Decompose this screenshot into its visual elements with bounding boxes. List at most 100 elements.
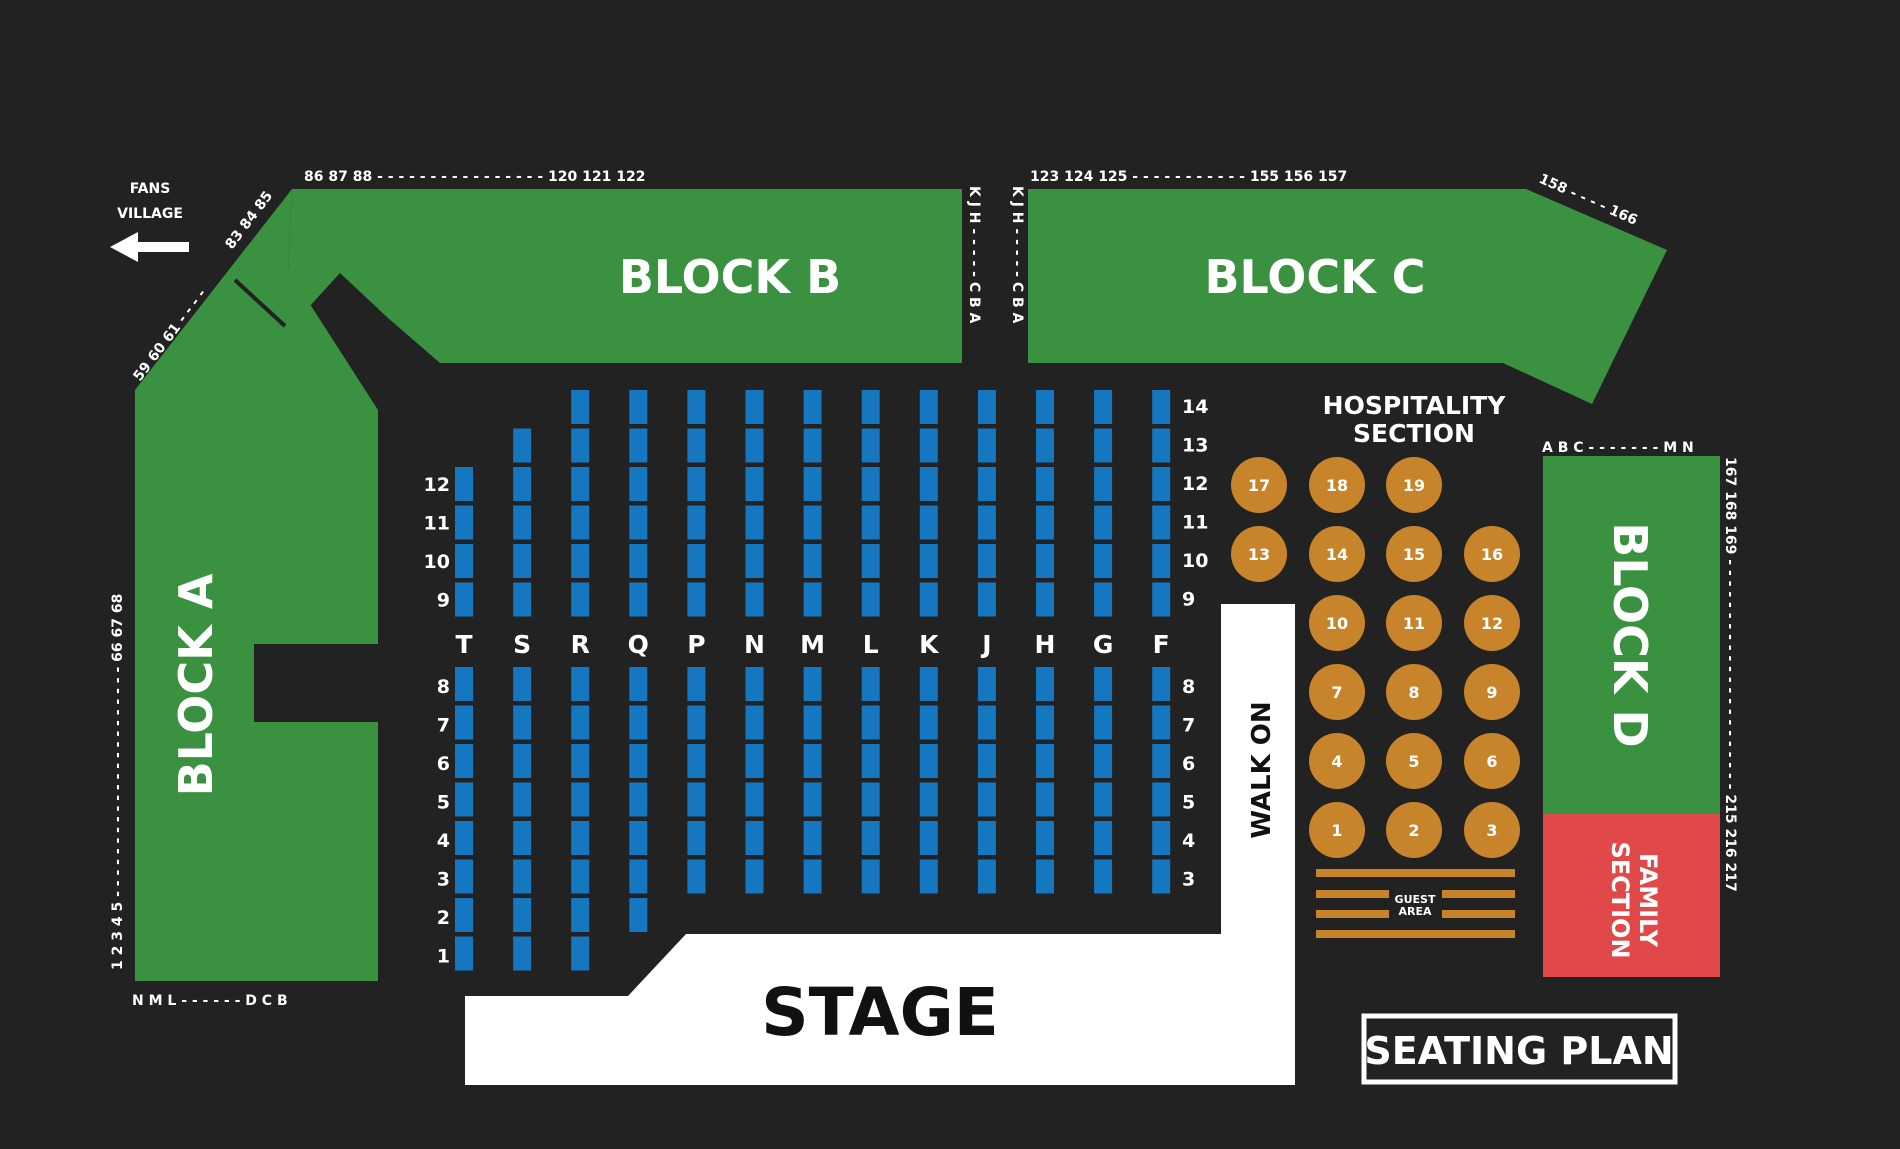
- seat[interactable]: [861, 859, 880, 894]
- seat[interactable]: [803, 505, 822, 540]
- seat[interactable]: [513, 898, 532, 932]
- seat[interactable]: [1036, 821, 1054, 855]
- seat[interactable]: [513, 936, 532, 971]
- seat[interactable]: [513, 544, 532, 578]
- seat[interactable]: [803, 390, 822, 424]
- seat[interactable]: [745, 744, 764, 778]
- seat[interactable]: [629, 428, 648, 463]
- seat[interactable]: [977, 667, 996, 701]
- hospitality-table[interactable]: [1309, 733, 1365, 789]
- seat[interactable]: [1094, 705, 1113, 740]
- seat[interactable]: [1094, 582, 1113, 617]
- seat[interactable]: [919, 467, 938, 501]
- seat[interactable]: [629, 667, 648, 701]
- arrow-left-icon[interactable]: [110, 232, 189, 262]
- seat[interactable]: [803, 667, 822, 701]
- seat[interactable]: [977, 505, 996, 540]
- seat[interactable]: [687, 744, 706, 778]
- seat[interactable]: [1094, 467, 1113, 501]
- seat[interactable]: [1152, 428, 1171, 463]
- seat[interactable]: [1094, 744, 1113, 778]
- seat[interactable]: [1152, 505, 1171, 540]
- seat[interactable]: [977, 467, 996, 501]
- seat[interactable]: [919, 428, 938, 463]
- seat[interactable]: [629, 898, 648, 932]
- seat[interactable]: [1152, 705, 1171, 740]
- seat[interactable]: [455, 821, 473, 855]
- seat[interactable]: [745, 467, 764, 501]
- seat[interactable]: [1036, 667, 1054, 701]
- seat[interactable]: [1152, 544, 1171, 578]
- seat[interactable]: [1094, 428, 1113, 463]
- hospitality-table[interactable]: [1386, 733, 1442, 789]
- seat[interactable]: [861, 467, 880, 501]
- block-c[interactable]: [1028, 189, 1667, 404]
- hospitality-table[interactable]: [1464, 526, 1520, 582]
- seat[interactable]: [1152, 467, 1171, 501]
- seat[interactable]: [571, 898, 590, 932]
- seat[interactable]: [629, 744, 648, 778]
- seat[interactable]: [1094, 667, 1113, 701]
- seat[interactable]: [455, 467, 473, 501]
- seat[interactable]: [1094, 544, 1113, 578]
- block-a[interactable]: [135, 189, 378, 981]
- seat[interactable]: [571, 744, 590, 778]
- seat[interactable]: [1152, 821, 1171, 855]
- block-d[interactable]: [1543, 456, 1720, 814]
- seat[interactable]: [745, 859, 764, 894]
- seat[interactable]: [687, 467, 706, 501]
- seat[interactable]: [1152, 859, 1171, 894]
- seat[interactable]: [455, 898, 473, 932]
- seat[interactable]: [745, 667, 764, 701]
- hospitality-table[interactable]: [1386, 457, 1442, 513]
- seat[interactable]: [455, 859, 473, 894]
- seat[interactable]: [629, 821, 648, 855]
- hospitality-table[interactable]: [1309, 664, 1365, 720]
- seat[interactable]: [861, 390, 880, 424]
- seat[interactable]: [1094, 859, 1113, 894]
- seat[interactable]: [1094, 390, 1113, 424]
- hospitality-table[interactable]: [1464, 664, 1520, 720]
- seat[interactable]: [629, 505, 648, 540]
- seat[interactable]: [803, 467, 822, 501]
- seat[interactable]: [455, 667, 473, 701]
- seat[interactable]: [687, 505, 706, 540]
- seat[interactable]: [861, 667, 880, 701]
- hospitality-table[interactable]: [1231, 457, 1287, 513]
- hospitality-table[interactable]: [1309, 526, 1365, 582]
- seat[interactable]: [919, 667, 938, 701]
- seat[interactable]: [919, 859, 938, 894]
- seat[interactable]: [513, 667, 532, 701]
- seat[interactable]: [1094, 782, 1113, 817]
- seat[interactable]: [687, 782, 706, 817]
- seat[interactable]: [687, 390, 706, 424]
- seat[interactable]: [513, 582, 532, 617]
- seat[interactable]: [1036, 705, 1054, 740]
- seat[interactable]: [687, 705, 706, 740]
- seat[interactable]: [803, 582, 822, 617]
- seat[interactable]: [977, 744, 996, 778]
- seat[interactable]: [571, 428, 590, 463]
- seat[interactable]: [745, 544, 764, 578]
- seat[interactable]: [571, 821, 590, 855]
- hospitality-table[interactable]: [1386, 526, 1442, 582]
- seat[interactable]: [977, 582, 996, 617]
- seat[interactable]: [803, 544, 822, 578]
- seat[interactable]: [745, 582, 764, 617]
- seat[interactable]: [1152, 582, 1171, 617]
- seat[interactable]: [629, 582, 648, 617]
- hospitality-table[interactable]: [1309, 595, 1365, 651]
- seat[interactable]: [513, 859, 532, 894]
- seat[interactable]: [687, 582, 706, 617]
- seat[interactable]: [687, 667, 706, 701]
- seat[interactable]: [571, 467, 590, 501]
- seat[interactable]: [977, 821, 996, 855]
- hospitality-table[interactable]: [1386, 802, 1442, 858]
- seat[interactable]: [803, 859, 822, 894]
- seat[interactable]: [629, 782, 648, 817]
- hospitality-table[interactable]: [1386, 595, 1442, 651]
- seat[interactable]: [1152, 667, 1171, 701]
- seat[interactable]: [1036, 582, 1054, 617]
- seat[interactable]: [571, 582, 590, 617]
- seat[interactable]: [1036, 744, 1054, 778]
